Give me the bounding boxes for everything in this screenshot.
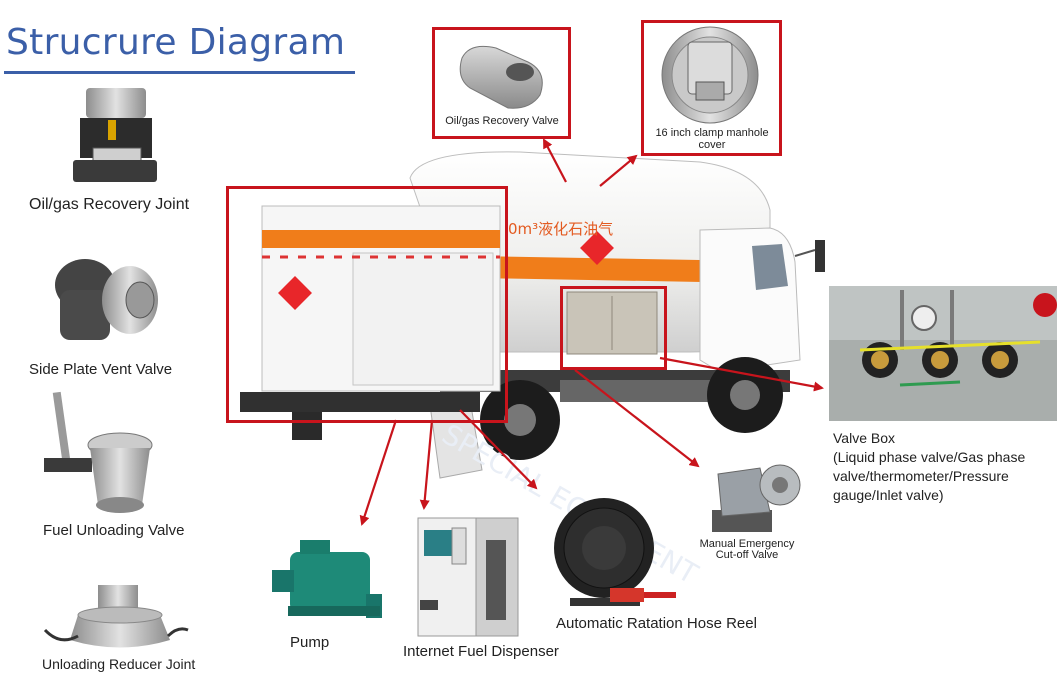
unloading-reducer-joint-image	[43, 585, 189, 648]
label-unloading-reducer-joint: Unloading Reducer Joint	[42, 656, 196, 672]
oil-gas-recovery-valve-image	[459, 45, 543, 109]
valve-box-photo	[829, 286, 1057, 421]
label-side-plate-vent-valve: Side Plate Vent Valve	[29, 361, 173, 378]
tank-text: 0m³液化石油气	[508, 220, 613, 238]
label-manhole-cover-line1: 16 inch clamp manhole	[655, 127, 769, 139]
label-manhole-cover-line2: cover	[698, 139, 726, 151]
manual-emergency-valve-image	[712, 464, 801, 532]
tank-truck: SPECIAL EQUIPMENT	[240, 151, 825, 591]
label-fuel-unloading-valve: Fuel Unloading Valve	[43, 522, 185, 539]
label-valve-box-line2: valve/thermometer/Pressure	[833, 468, 1009, 484]
valve-box-highlight-box	[560, 286, 667, 370]
title-underline	[4, 71, 355, 74]
page-title: Strucrure Diagram	[6, 22, 346, 63]
manhole-cover-image	[661, 26, 759, 124]
label-oil-gas-recovery-valve: Oil/gas Recovery Valve	[445, 115, 559, 127]
fuel-dispenser-image	[417, 517, 519, 637]
label-manual-emergency-line2: Cut-off Valve	[715, 549, 779, 561]
rear-cabinet-highlight-box	[226, 186, 508, 423]
manhole-cover-box	[641, 20, 782, 156]
pump-image	[272, 540, 382, 618]
label-manual-emergency-line1: Manual Emergency	[699, 538, 795, 550]
label-valve-box-title: Valve Box	[833, 430, 895, 446]
label-valve-box-line1: (Liquid phase valve/Gas phase	[833, 449, 1026, 465]
oil-gas-recovery-valve-box	[432, 27, 571, 139]
label-pump: Pump	[290, 634, 330, 651]
label-internet-fuel-dispenser: Internet Fuel Dispenser	[403, 643, 559, 660]
label-oil-gas-recovery-joint: Oil/gas Recovery Joint	[29, 196, 190, 213]
label-automatic-hose-reel: Automatic Ratation Hose Reel	[556, 615, 757, 632]
oil-gas-recovery-joint-image	[73, 88, 157, 182]
side-plate-vent-valve-image	[55, 259, 158, 340]
label-valve-box-line3: gauge/Inlet valve)	[833, 487, 944, 503]
pointer-arrows	[359, 138, 824, 526]
hose-reel-image	[554, 498, 676, 606]
fuel-unloading-valve-image	[44, 391, 153, 513]
